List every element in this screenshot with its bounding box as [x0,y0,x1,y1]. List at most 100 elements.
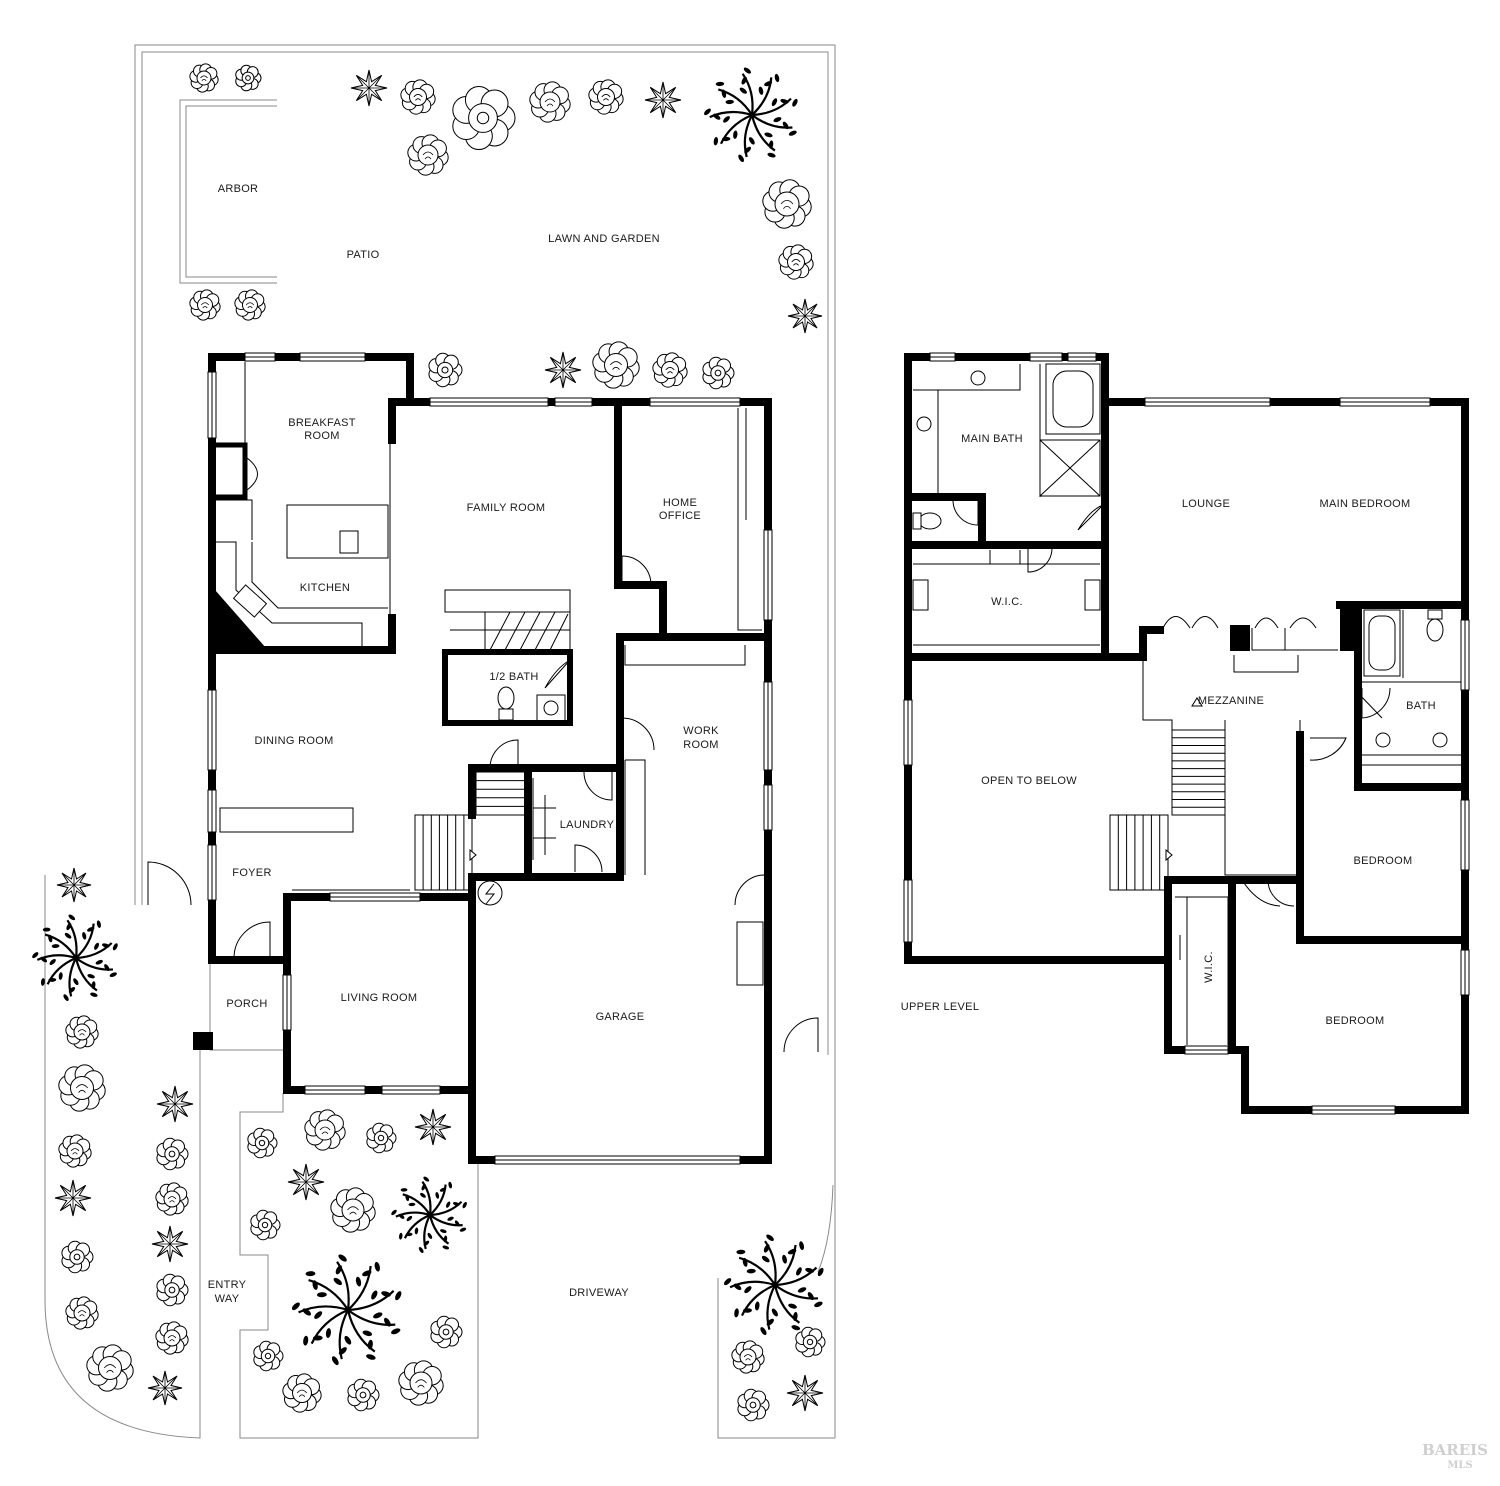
tree-leaf [423,1176,430,1182]
shrub-core [196,70,212,86]
shrub-icon [400,79,436,115]
tree-branch [395,1211,431,1218]
tree-leaf [715,81,725,87]
tree-branch [774,1244,797,1286]
shrub-icon [189,63,219,93]
tree-leaf [754,1301,760,1311]
label-bath: BATH [1406,700,1436,712]
fixtures [215,362,1462,1045]
window [649,397,741,407]
shrub-icon [407,134,449,176]
tree-leaf [799,1241,805,1251]
tree-leaf [780,98,789,104]
shrub-detail [743,1354,753,1361]
door-swing [1241,879,1281,907]
main-bath-vanity [913,364,1041,497]
shrub-detail [296,1389,308,1398]
wall [904,626,1164,661]
flower-icon [430,1315,463,1349]
shrub-detail [77,1310,87,1317]
shrub-icon [155,1182,189,1216]
wic-2-shelving [1175,896,1229,1045]
tree-branch [718,88,753,116]
tree-leaf [66,922,72,931]
label-wic-main: W.I.C. [991,596,1023,608]
window [304,1085,366,1095]
shrub-detail [167,1196,177,1203]
garage-cabinet [736,921,764,986]
shrub-icon [58,1064,106,1112]
tree-icon [704,67,798,163]
tree-branch [346,1309,376,1353]
window [207,789,217,833]
label-mezzanine: MEZZANINE [1198,695,1264,707]
flower-icon [428,352,463,388]
shrub-core [661,361,679,379]
shrub-icon [330,1187,376,1233]
tree-leaf [805,1267,814,1273]
tree-leaf [109,972,117,977]
tree-leaf [367,1339,373,1350]
tree-branch [46,956,77,985]
tree-leaf [48,977,57,982]
kitchen-sink [339,530,359,554]
window [763,681,773,771]
tree-branch [428,1214,450,1245]
tree-branch [429,1214,463,1227]
tree-branch [750,114,776,152]
label-driveway: DRIVEWAY [569,1287,629,1299]
door-swing [1077,504,1104,531]
spiky-plant-icon [644,81,682,119]
work-room-bench [624,645,746,666]
flower-icon [737,1388,770,1422]
side-yard-outline [44,875,201,1439]
breakfast-room-partition [244,362,391,618]
label-half-bath: 1/2 BATH [489,671,538,683]
kitchen-corner-pantry [215,590,266,648]
shrub-detail [319,1126,331,1135]
shrub-detail [200,302,210,309]
lot-lines [44,44,836,1439]
tree-branch [751,114,793,129]
spiky-veins [289,1165,323,1199]
tree-branch [308,1279,349,1311]
flower-icon [702,356,735,390]
shrub-icon [588,79,624,115]
tree-leaf [312,1280,318,1290]
spiky-plant-icon [287,1163,325,1201]
door-swing [1267,879,1295,907]
main-bath-sink-1 [970,370,986,386]
shrub-icon [189,289,221,321]
tree-branch [729,1280,776,1289]
shrub-core [774,191,800,217]
window [1067,352,1097,362]
tree-icon [391,1176,467,1254]
tree-branch [423,1214,431,1250]
tree-leaf [391,1328,401,1335]
tree-leaf [305,1271,316,1277]
label-home-office-line1: HOME [663,497,697,509]
label-bedroom-2: BEDROOM [1326,1015,1385,1027]
shrub-icon [529,81,571,123]
spiky-veins [153,1227,187,1261]
tree-leaf [797,1287,807,1293]
tree-leaf [406,1215,413,1222]
tree-leaf [788,1303,797,1309]
tree-leaf [87,974,95,979]
shrub-core [73,1304,91,1322]
window [207,689,217,771]
spiky-veins [788,1376,822,1410]
stairs [414,697,1226,891]
tree-branch [402,1193,431,1216]
tree-leaf [408,1202,416,1207]
tree-leaf [291,1302,300,1311]
window [1460,949,1470,996]
flower-icon [366,1122,397,1154]
home-office-closet [737,408,762,631]
door-swing [621,555,652,586]
shrub-detail [544,98,556,107]
tree-leaf [48,934,53,943]
tree-leaf [744,146,752,154]
window [494,1155,741,1165]
tree-leaf [395,1291,402,1301]
